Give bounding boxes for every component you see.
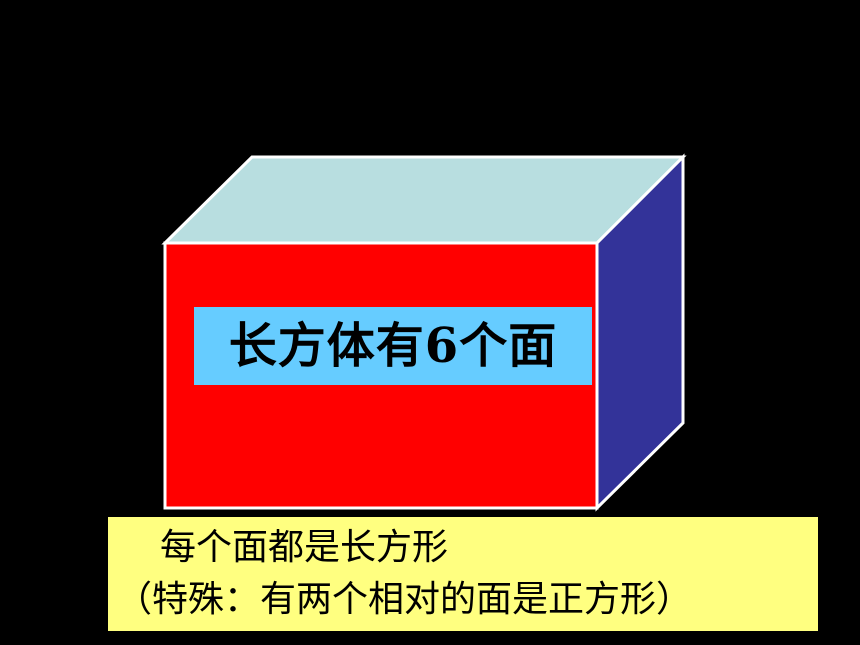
note-line-1: 每个面都是长方形 [160, 527, 449, 568]
cuboid-top-face [161, 155, 687, 245]
note-line-2: （特殊：有两个相对的面是正方形） [116, 579, 693, 620]
face-count-label: 长方体有6个面 [194, 307, 592, 385]
note-box: 每个面都是长方形 （特殊：有两个相对的面是正方形） [108, 517, 818, 631]
